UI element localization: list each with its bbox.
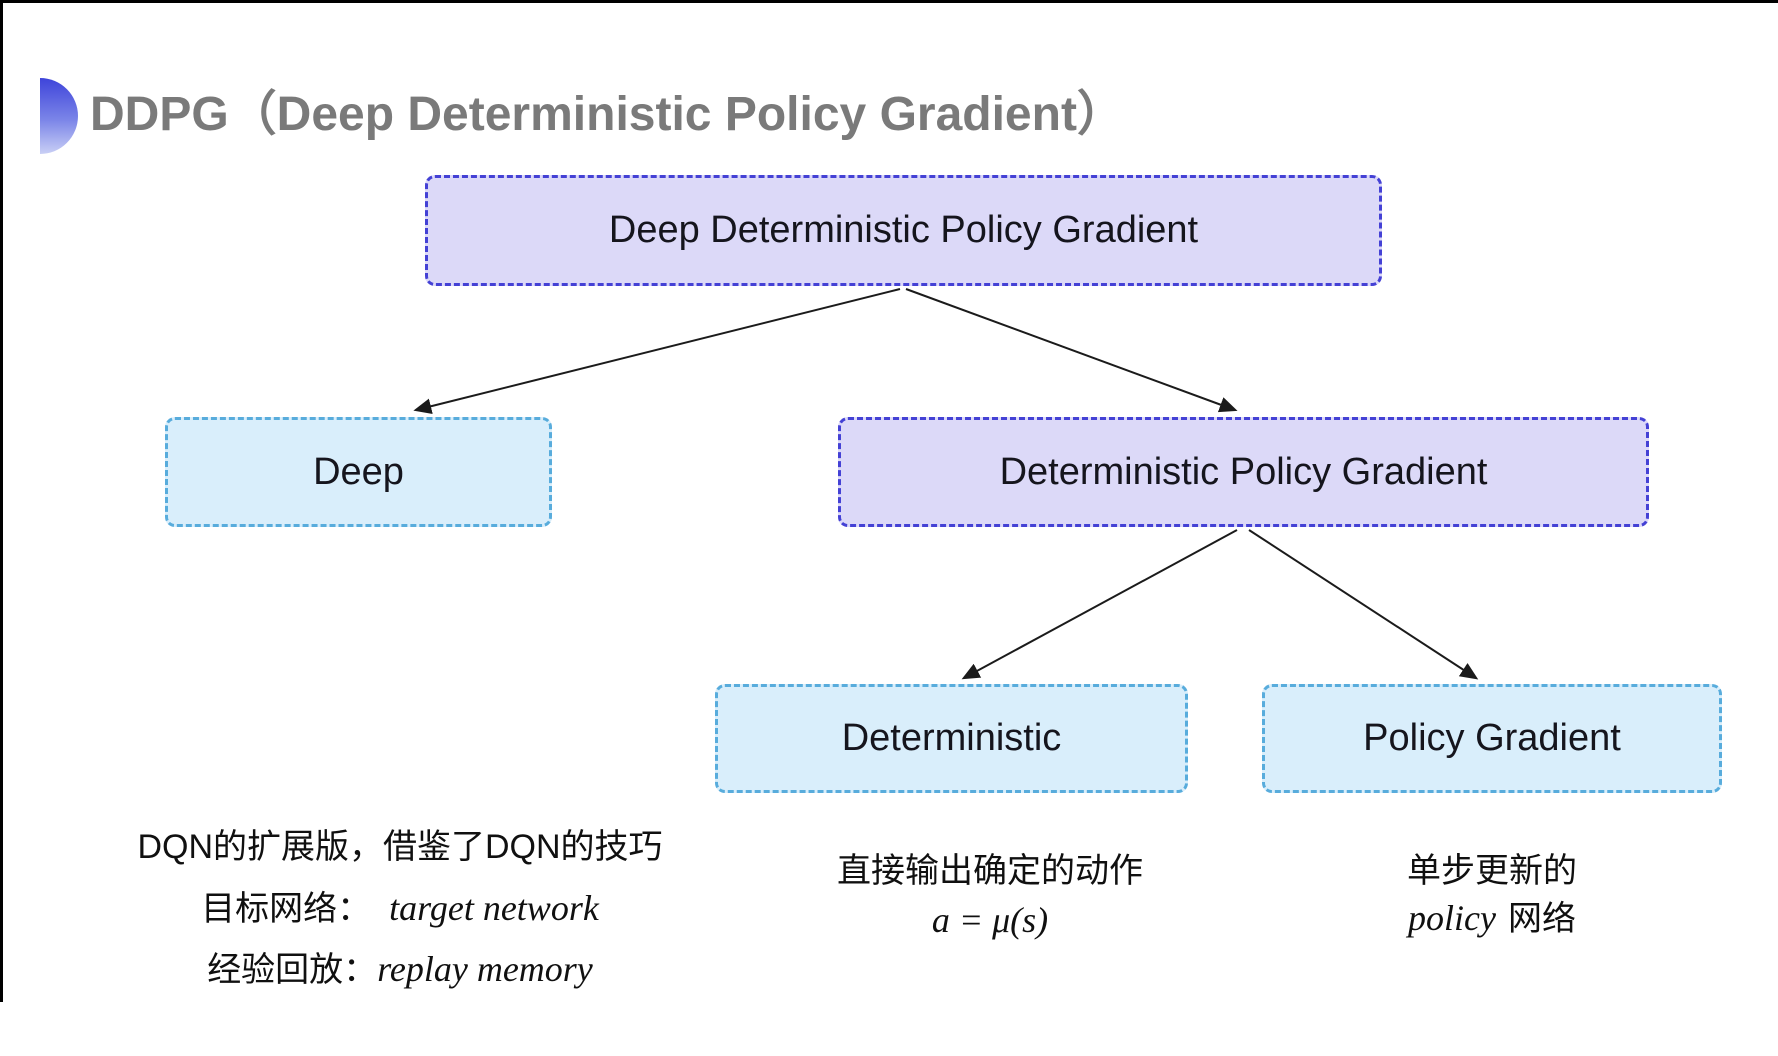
edge-dpg-to-policy-gradient — [1248, 529, 1479, 680]
node-ddpg-label: Deep Deterministic Policy Gradient — [608, 209, 1199, 251]
edge-ddpg-to-dpg — [905, 288, 1238, 413]
window-left-border — [0, 0, 3, 1002]
node-deterministic: Deterministic — [715, 684, 1188, 793]
note-policy-gradient-line2: policy 网络 — [1408, 897, 1576, 938]
notes-policy-gradient: 单步更新的 policy 网络 — [1292, 852, 1692, 938]
note-policy-gradient-line2-cn: 网络 — [1507, 899, 1576, 938]
note-policy-gradient-line2-en: policy — [1408, 897, 1496, 938]
note-deep-line2-en: target network — [389, 887, 599, 928]
note-deep-line2-cn: 目标网络： — [201, 889, 372, 928]
notes-deep: DQN的扩展版，借鉴了DQN的技巧 目标网络： target network 经验… — [108, 828, 692, 989]
note-deep-line3: 经验回放：replay memory — [207, 951, 593, 989]
node-policy-gradient-label: Policy Gradient — [1363, 717, 1621, 759]
title-bullet-icon — [40, 78, 78, 154]
page-title: DDPG（Deep Deterministic Policy Gradient） — [90, 88, 1125, 141]
node-deep-label: Deep — [313, 450, 404, 493]
note-deep-line3-en: replay memory — [377, 949, 593, 990]
note-deep-line3-cn: 经验回放： — [207, 951, 378, 990]
edge-dpg-to-deterministic — [961, 529, 1238, 680]
node-deep: Deep — [165, 417, 552, 527]
window-top-border — [0, 0, 1778, 3]
note-policy-gradient-line1: 单步更新的 — [1407, 852, 1577, 890]
note-deterministic-formula: a = μ(s) — [931, 899, 1049, 940]
node-dpg-label: Deterministic Policy Gradient — [999, 450, 1488, 493]
node-policy-gradient: Policy Gradient — [1262, 684, 1722, 793]
notes-deterministic: 直接输出确定的动作 a = μ(s) — [790, 852, 1190, 940]
note-deep-line2: 目标网络： target network — [201, 887, 599, 928]
note-deep-line1: DQN的扩展版，借鉴了DQN的技巧 — [137, 828, 663, 866]
node-ddpg: Deep Deterministic Policy Gradient — [425, 175, 1382, 286]
note-deterministic-line1: 直接输出确定的动作 — [837, 852, 1143, 890]
node-deterministic-label: Deterministic — [841, 717, 1062, 759]
edge-ddpg-to-deep — [413, 288, 901, 414]
node-deterministic-policy-gradient: Deterministic Policy Gradient — [838, 417, 1649, 527]
